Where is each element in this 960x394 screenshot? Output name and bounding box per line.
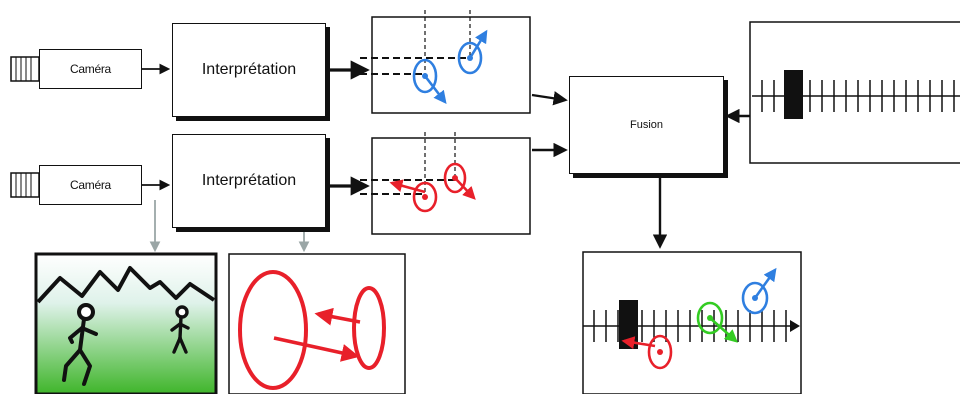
- camera-label: Caméra: [70, 178, 111, 192]
- fusion-box: [569, 76, 724, 174]
- interpretation-box: [172, 134, 326, 228]
- interpretation-label: Interprétation: [201, 61, 297, 78]
- camera-box: [39, 49, 142, 89]
- camera-label: Caméra: [70, 62, 111, 76]
- interpretation-result: [228, 253, 406, 394]
- track-box-red: [360, 132, 531, 235]
- camera-icon: [10, 56, 40, 82]
- track-box-blue: [360, 10, 531, 114]
- arrow: [531, 91, 568, 106]
- camera-icon: [10, 172, 40, 198]
- timeline-ruler: [749, 21, 960, 164]
- interpretation-label: Interprétation: [201, 172, 297, 189]
- interpretation-box: [172, 23, 326, 117]
- camera-box: [39, 165, 142, 205]
- fusion-label: Fusion: [629, 119, 664, 131]
- mountain-scene: [34, 252, 218, 394]
- fused-result: [582, 251, 802, 394]
